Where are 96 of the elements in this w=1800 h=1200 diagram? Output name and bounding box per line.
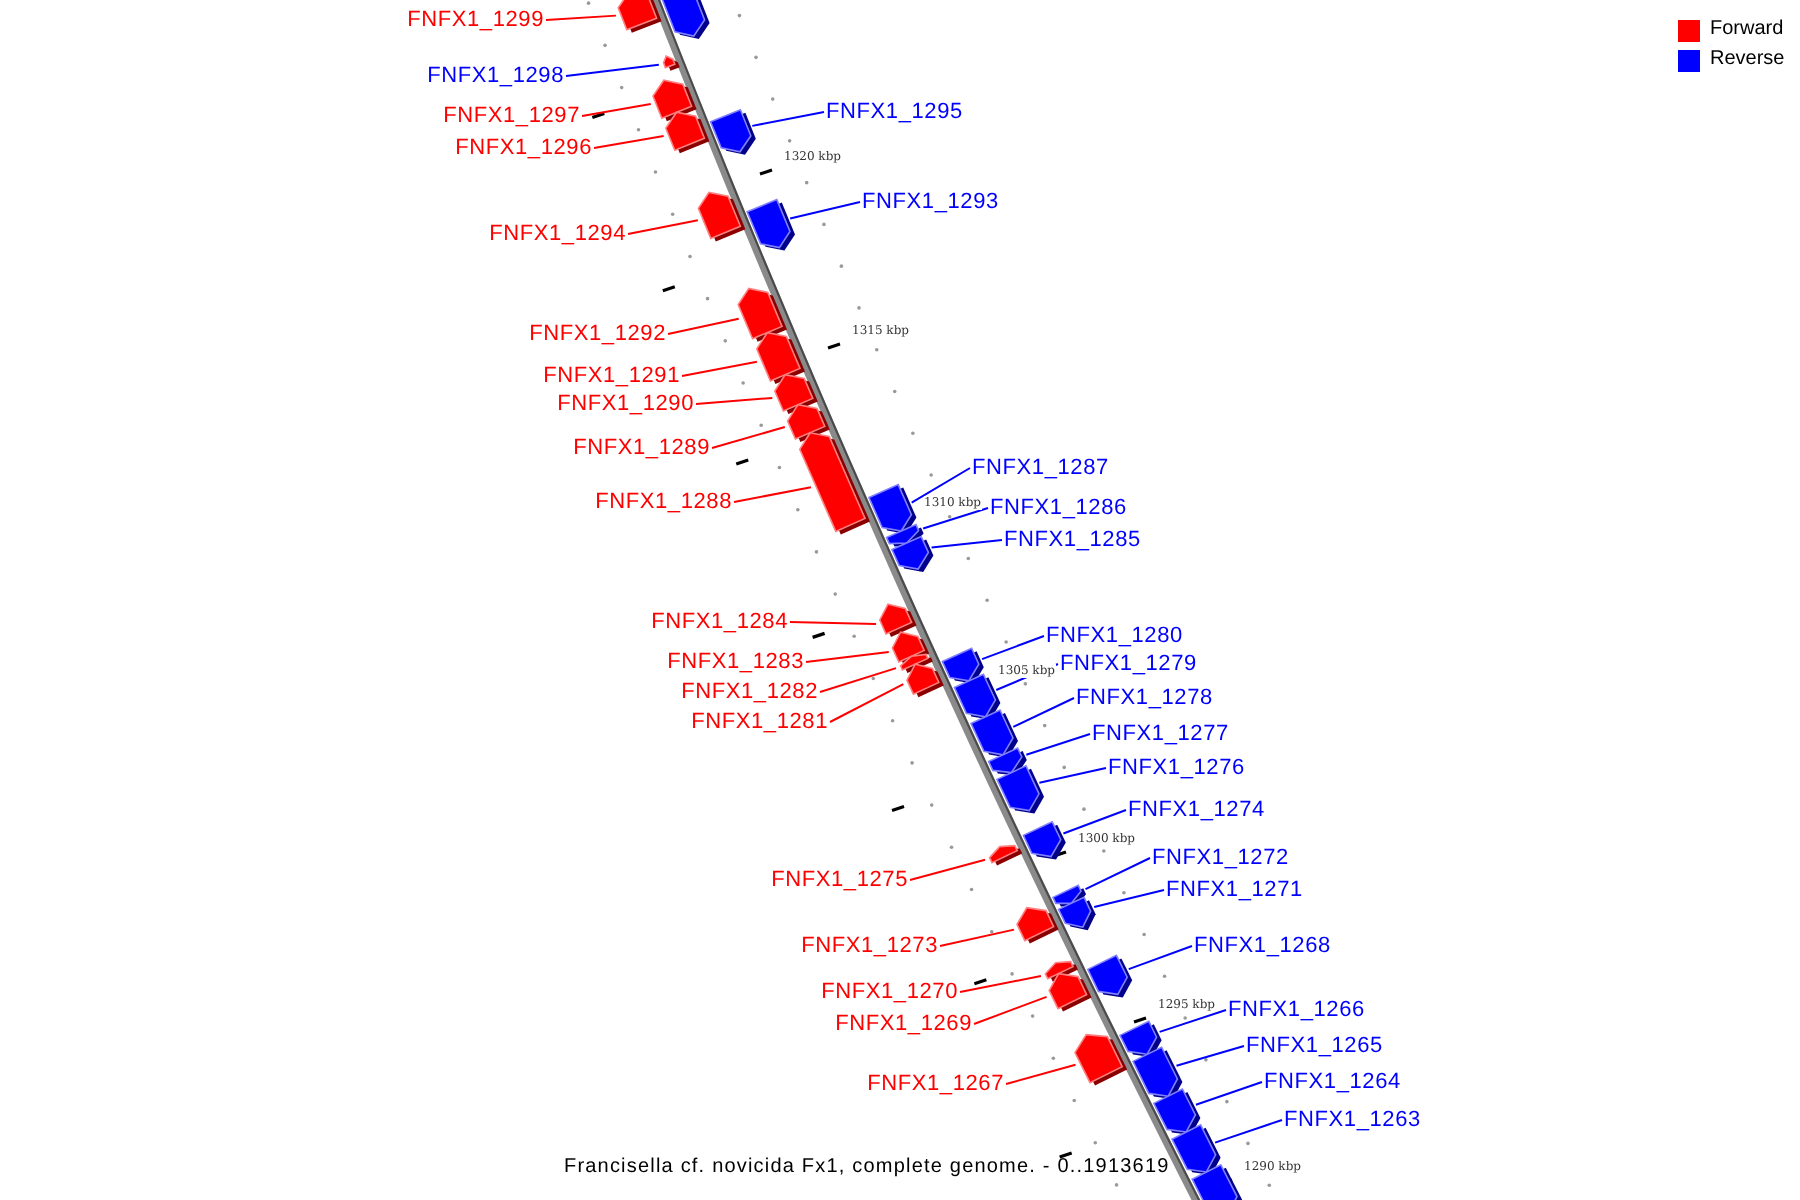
- leader-line: [1025, 733, 1091, 756]
- gene-block: [1016, 906, 1059, 944]
- gene-block: [697, 191, 746, 242]
- leader-line: [1158, 1009, 1227, 1033]
- gene-label: FNFX1_1292: [529, 320, 666, 348]
- gene-label: FNFX1_1268: [1194, 932, 1331, 960]
- leader-line: [565, 63, 660, 77]
- gene-label: FNFX1_1267: [867, 1070, 1004, 1098]
- gene-label: FNFX1_1286: [990, 494, 1127, 522]
- leader-line: [1214, 1119, 1283, 1144]
- gene-label: FNFX1_1272: [1152, 844, 1289, 872]
- leader-line: [545, 14, 617, 21]
- gene-label: FNFX1_1279: [1060, 650, 1197, 678]
- leader-line: [819, 667, 898, 693]
- legend-label: Reverse: [1710, 48, 1785, 72]
- gene-label: FNFX1_1290: [557, 390, 694, 418]
- leader-line: [733, 486, 812, 503]
- gene-label: FNFX1_1269: [835, 1010, 972, 1038]
- gene-label: FNFX1_1266: [1228, 996, 1365, 1024]
- gene-block: [988, 844, 1023, 866]
- leader-line: [593, 135, 665, 149]
- leader-line: [922, 507, 989, 530]
- leader-line: [1084, 857, 1151, 891]
- gene-label: FNFX1_1270: [821, 978, 958, 1006]
- gene-label: FNFX1_1287: [972, 454, 1109, 482]
- gene-label: FNFX1_1280: [1046, 622, 1183, 650]
- leader-line: [981, 635, 1045, 661]
- leader-line: [1005, 1063, 1077, 1085]
- gene-label: FNFX1_1285: [1004, 526, 1141, 554]
- gene-label: FNFX1_1283: [667, 648, 804, 676]
- leader-line: [930, 539, 1003, 549]
- gene-label: FNFX1_1278: [1076, 684, 1213, 712]
- leader-line: [973, 995, 1048, 1025]
- gene-block: [617, 0, 662, 33]
- gene-block: [737, 287, 787, 342]
- leader-line: [805, 651, 890, 663]
- gene-label: FNFX1_1298: [427, 62, 564, 90]
- leader-line: [1038, 767, 1107, 784]
- gene-label: FNFX1_1282: [681, 678, 818, 706]
- gene-label: FNFX1_1296: [455, 134, 592, 162]
- gene-label: FNFX1_1288: [595, 488, 732, 516]
- leader-line: [1012, 697, 1075, 728]
- gene-label: FNFX1_1273: [801, 932, 938, 960]
- gene-block: [1170, 1123, 1221, 1175]
- gene-label: FNFX1_1284: [651, 608, 788, 636]
- gene-block: [1191, 1163, 1242, 1200]
- leader-line: [910, 467, 971, 504]
- gene-label: FNFX1_1293: [862, 188, 999, 216]
- gene-label: FNFX1_1277: [1092, 720, 1229, 748]
- gene-block: [1086, 954, 1133, 998]
- gene-label: FNFX1_1263: [1284, 1106, 1421, 1134]
- gene-block: [1074, 1033, 1128, 1086]
- gene-label: FNFX1_1297: [443, 102, 580, 130]
- gene-block: [953, 673, 1001, 720]
- gene-label: FNFX1_1294: [489, 220, 626, 248]
- gene-label: FNFX1_1291: [543, 362, 680, 390]
- gene-block: [798, 431, 870, 535]
- gene-label: FNFX1_1274: [1128, 796, 1265, 824]
- leader-line: [829, 683, 905, 723]
- leader-line: [581, 102, 652, 117]
- gene-label: FNFX1_1265: [1246, 1032, 1383, 1060]
- gene-block: [1152, 1087, 1201, 1135]
- gene-label: FNFX1_1289: [573, 434, 710, 462]
- leader-line: [1093, 889, 1165, 909]
- gene-label: FNFX1_1276: [1108, 754, 1245, 782]
- leader-line: [695, 396, 774, 405]
- leader-line: [789, 621, 878, 626]
- gene-block: [662, 54, 680, 71]
- gene-block: [941, 647, 984, 684]
- gene-block: [709, 108, 756, 155]
- leader-line: [939, 928, 1016, 947]
- leader-line: [751, 111, 825, 127]
- leader-line: [711, 426, 786, 449]
- leader-line: [1175, 1045, 1245, 1067]
- leader-line: [681, 360, 758, 377]
- caption: Francisella cf. novicida Fx1, complete genome. - 0..1913619: [564, 1154, 1170, 1180]
- leader-line: [627, 219, 699, 235]
- gene-label: FNFX1_1281: [691, 708, 828, 736]
- leader-line: [1062, 809, 1127, 835]
- leader-line: [789, 201, 861, 220]
- leader-line: [1127, 945, 1193, 971]
- legend-label: Forward: [1710, 18, 1784, 42]
- leader-line: [667, 317, 740, 335]
- gene-block: [1131, 1046, 1183, 1100]
- gene-label: FNFX1_1271: [1166, 876, 1303, 904]
- gene-label: FNFX1_1299: [407, 6, 544, 34]
- leader-line: [959, 975, 1042, 993]
- leader-line: [909, 858, 987, 881]
- gene-block: [664, 111, 710, 154]
- gene-block: [878, 603, 917, 637]
- gene-block: [1022, 820, 1066, 860]
- leader-line: [1194, 1081, 1263, 1106]
- gene-label: FNFX1_1295: [826, 98, 963, 126]
- gene-block: [746, 198, 795, 251]
- gene-label: FNFX1_1264: [1264, 1068, 1401, 1096]
- gene-label: FNFX1_1275: [771, 866, 908, 894]
